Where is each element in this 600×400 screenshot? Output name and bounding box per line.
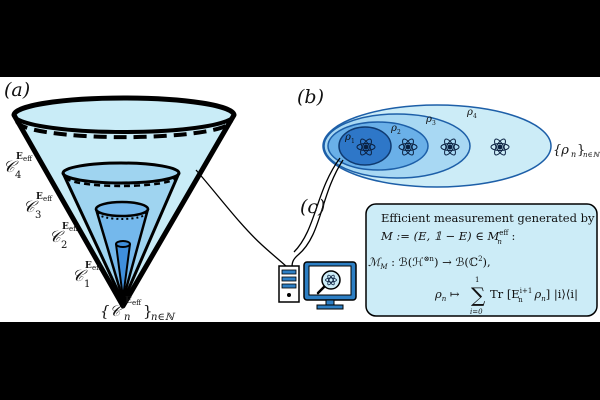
- svg-text:eff: eff: [23, 155, 33, 163]
- svg-text:4: 4: [15, 170, 21, 181]
- measurement-line-1: Efficient measurement generated by: [381, 211, 595, 225]
- rho-labels: ρ 1 ρ 2 ρ 3 ρ 4: [344, 107, 477, 145]
- svg-text:ρ: ρ: [425, 114, 432, 125]
- svg-text:E: E: [62, 222, 69, 232]
- svg-text:eff: eff: [69, 225, 79, 233]
- cone: [11, 95, 237, 309]
- svg-text:{ρ: {ρ: [553, 143, 569, 158]
- svg-text:ρ: ρ: [466, 107, 473, 118]
- panel-label-c: (c): [300, 196, 325, 218]
- states-sequence-label: {ρ n } n∈ℕ: [553, 143, 600, 159]
- svg-text:n: n: [124, 312, 130, 323]
- measurement-line-3: ℳM : ℬ(ℋ⊗n) → ℬ(ℂ2),: [368, 255, 491, 271]
- magnifier-icon: [316, 270, 341, 295]
- computer-tower-icon: [278, 265, 300, 303]
- svg-text:{𝒞: {𝒞: [100, 302, 125, 320]
- quantum-state-icon: [356, 138, 376, 156]
- cone-to-computer-line: [195, 169, 289, 269]
- svg-text:eff: eff: [132, 299, 142, 307]
- svg-text:1: 1: [84, 279, 90, 290]
- svg-text:n: n: [571, 150, 576, 159]
- svg-text:n∈ℕ: n∈ℕ: [583, 151, 600, 159]
- measurement-box: [365, 203, 598, 317]
- svg-text:eff: eff: [92, 264, 102, 272]
- states-to-computer-line: [291, 159, 344, 269]
- svg-text:3: 3: [35, 210, 41, 221]
- svg-text:E: E: [85, 261, 92, 271]
- quantum-state-icon: [490, 138, 510, 156]
- svg-text:}: }: [143, 302, 153, 320]
- cone-level-1: [114, 240, 132, 299]
- svg-text:E: E: [125, 296, 132, 306]
- svg-text:1: 1: [351, 138, 355, 145]
- sum-symbol: ∑: [471, 283, 486, 307]
- svg-text:2: 2: [61, 240, 67, 251]
- svg-text:3: 3: [432, 120, 436, 127]
- quantum-state-icon: [440, 138, 460, 156]
- sum-upper: 1: [475, 276, 479, 284]
- measurement-text: Efficient measurement generated by M := …: [368, 211, 595, 316]
- svg-text:E: E: [36, 192, 43, 202]
- quantum-state-icon: [398, 138, 418, 156]
- svg-text:}: }: [577, 143, 585, 158]
- cone-sequence-label: {𝒞 E eff n } n∈ℕ: [100, 296, 176, 323]
- svg-text:n∈ℕ: n∈ℕ: [151, 312, 176, 323]
- svg-text:ρ: ρ: [344, 132, 351, 143]
- panel-label-a: (a): [4, 79, 30, 101]
- svg-text:2: 2: [397, 129, 401, 136]
- state-ellipses: [322, 104, 552, 188]
- measurement-line-4: ρn ↦: [434, 287, 460, 303]
- svg-text:4: 4: [473, 113, 477, 120]
- svg-text:eff: eff: [43, 195, 53, 203]
- svg-text:E: E: [16, 152, 23, 162]
- sum-lower: i=0: [470, 308, 483, 316]
- svg-text:ρ: ρ: [390, 123, 397, 134]
- panel-label-b: (b): [297, 86, 324, 108]
